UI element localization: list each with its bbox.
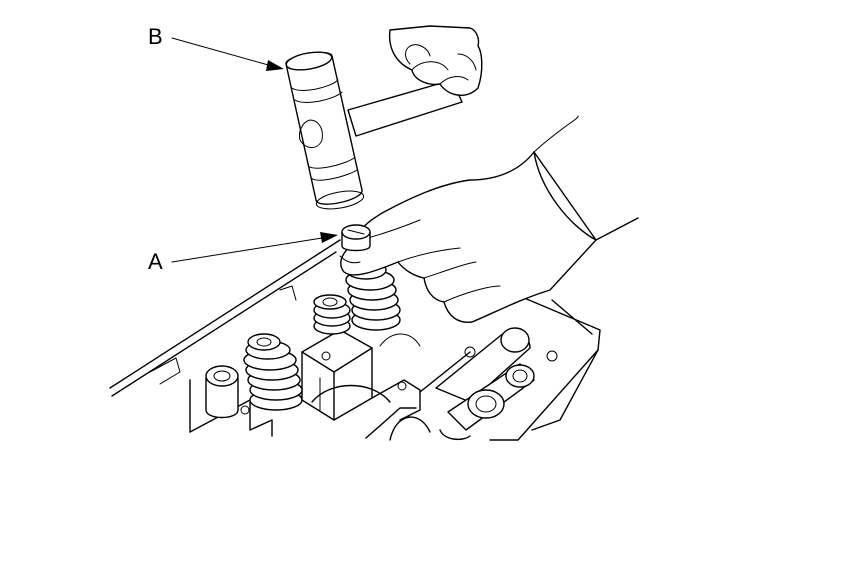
mallet: [285, 25, 483, 210]
valve-spring-center: [313, 294, 351, 335]
holding-hand: [339, 115, 639, 323]
callout-label-a: A: [148, 249, 163, 274]
leader-line-b: [171, 37, 284, 71]
valve-spring-tapped: [345, 260, 401, 331]
valve-stem-tip: [341, 224, 371, 252]
leader-line-a: [171, 232, 338, 263]
callout-label-b: B: [148, 24, 163, 49]
valve-spring-left: [205, 365, 239, 419]
cylinder-head: [109, 239, 601, 441]
valve-spring-center-left: [243, 333, 303, 411]
